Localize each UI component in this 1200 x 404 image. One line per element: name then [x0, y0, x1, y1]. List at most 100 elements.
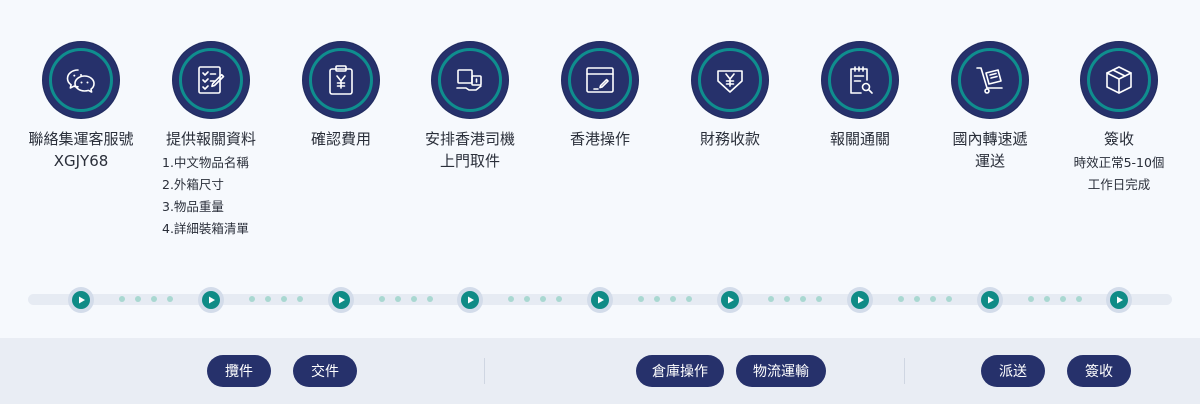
step-title: 國內轉速遞: [952, 130, 1028, 148]
timeline-dot: [930, 296, 936, 302]
timeline-dot: [556, 296, 562, 302]
timeline-dot: [1059, 296, 1066, 302]
stage-transport-button[interactable]: 物流運輸: [736, 355, 826, 387]
step-sign-receipt: 簽收 時效正常5-10個 工作日完成: [1054, 42, 1184, 196]
timeline-dot: [686, 296, 692, 302]
play-icon: [597, 296, 604, 304]
stage-signoff-button[interactable]: 簽收: [1067, 355, 1131, 387]
step-hk-operation: 香港操作: [535, 42, 665, 150]
step-title: 簽收: [1103, 130, 1134, 148]
timeline-dot: [946, 296, 952, 302]
play-icon: [857, 296, 864, 304]
timeline-dot: [135, 296, 141, 302]
step-title: 確認費用: [310, 130, 371, 148]
hand-truck-icon: [976, 67, 1003, 94]
timeline-dot: [394, 296, 401, 302]
timeline-dot: [540, 296, 546, 302]
step-badge: [432, 42, 508, 118]
timeline-play-node: [977, 287, 1003, 313]
step-title: 香港操作: [569, 130, 630, 148]
wechat-id: XGJY68: [53, 152, 109, 170]
wechat-icon: [66, 69, 95, 93]
step-contact-service: 聯絡集運客服號 XGJY68: [16, 42, 146, 172]
step-badge: [952, 42, 1028, 118]
document-search-icon: [850, 66, 873, 94]
step-title: 財務收款: [699, 130, 760, 148]
play-icon: [727, 296, 734, 304]
note-item: 2.外箱尺寸: [162, 177, 224, 192]
step-title: 聯絡集運客服號: [28, 130, 134, 148]
timeline-play-node: [587, 287, 613, 313]
stage-pickup-button[interactable]: 攬件: [207, 355, 271, 387]
note-item: 1.中文物品名稱: [162, 155, 249, 170]
timeline-dot: [670, 296, 676, 302]
timeline-dot: [167, 296, 173, 302]
timeline-dot: [281, 296, 287, 302]
play-icon: [467, 296, 474, 304]
timeline-play-node: [1106, 287, 1132, 313]
timeline-dot: [914, 296, 920, 302]
pickup-icon: [456, 69, 482, 91]
note-item: 3.物品重量: [162, 199, 224, 214]
step-badge: [692, 42, 768, 118]
timeline-dot: [638, 296, 644, 302]
play-icon: [78, 296, 85, 304]
step-subtitle: 上門取件: [439, 152, 500, 170]
step-badge: [822, 42, 898, 118]
timeline-dot: [768, 296, 774, 302]
package-icon: [1106, 66, 1132, 94]
step-arrange-driver: 安排香港司機 上門取件: [405, 42, 535, 172]
timeline-play-node: [68, 287, 94, 313]
note-item: 時效正常5-10個: [1073, 155, 1165, 170]
timeline-dot: [297, 296, 303, 302]
stage-divider: [904, 358, 905, 384]
stage-divider: [484, 358, 485, 384]
timeline-dot: [654, 296, 660, 302]
step-badge: [43, 42, 119, 118]
step-badge: [1081, 42, 1157, 118]
stage-handover-button[interactable]: 交件: [293, 355, 357, 387]
timeline-dot: [151, 296, 157, 302]
step-notes: 1.中文物品名稱 2.外箱尺寸 3.物品重量 4.詳細裝箱清單: [162, 152, 249, 240]
timeline-dot: [249, 296, 255, 302]
timeline-dot: [426, 296, 433, 302]
timeline-dot: [898, 296, 904, 302]
timeline-dot: [378, 296, 385, 302]
timeline-dot: [800, 296, 806, 302]
step-badge: [562, 42, 638, 118]
step-confirm-fee: 確認費用: [276, 42, 406, 150]
timeline-dot: [816, 296, 822, 302]
play-icon: [338, 296, 345, 304]
step-subtitle: 運送: [974, 152, 1005, 170]
timeline-dot: [410, 296, 417, 302]
step-domestic-express: 國內轉速遞 運送: [925, 42, 1055, 172]
step-title: 報關通關: [829, 130, 890, 148]
stage-delivery-button[interactable]: 派送: [981, 355, 1045, 387]
timeline-dot: [1027, 296, 1034, 302]
play-icon: [208, 296, 215, 304]
timeline-play-node: [847, 287, 873, 313]
timeline-play-node: [328, 287, 354, 313]
step-title: 提供報關資料: [165, 130, 256, 148]
timeline-play-node: [717, 287, 743, 313]
timeline-dot: [784, 296, 790, 302]
checklist-icon: [198, 66, 225, 94]
timeline-dot: [1075, 296, 1082, 302]
timeline-dot: [524, 296, 530, 302]
step-payment: 財務收款: [665, 42, 795, 150]
yen-clipboard-icon: [329, 65, 353, 95]
step-notes: 時效正常5-10個 工作日完成: [1074, 152, 1165, 196]
step-customs-clearance: 報關通關: [795, 42, 925, 150]
timeline-dot: [265, 296, 271, 302]
step-customs-documents: 提供報關資料 1.中文物品名稱 2.外箱尺寸 3.物品重量 4.詳細裝箱清單: [146, 42, 276, 240]
timeline-dot: [119, 296, 125, 302]
timeline-dot: [508, 296, 514, 302]
stage-warehouse-button[interactable]: 倉庫操作: [636, 355, 724, 387]
window-edit-icon: [586, 67, 614, 93]
step-title: 安排香港司機: [424, 130, 515, 148]
timeline-play-node: [198, 287, 224, 313]
note-item: 4.詳細裝箱清單: [162, 221, 249, 236]
yen-payment-icon: [717, 70, 743, 93]
timeline-dot: [1043, 296, 1050, 302]
play-icon: [987, 296, 994, 304]
